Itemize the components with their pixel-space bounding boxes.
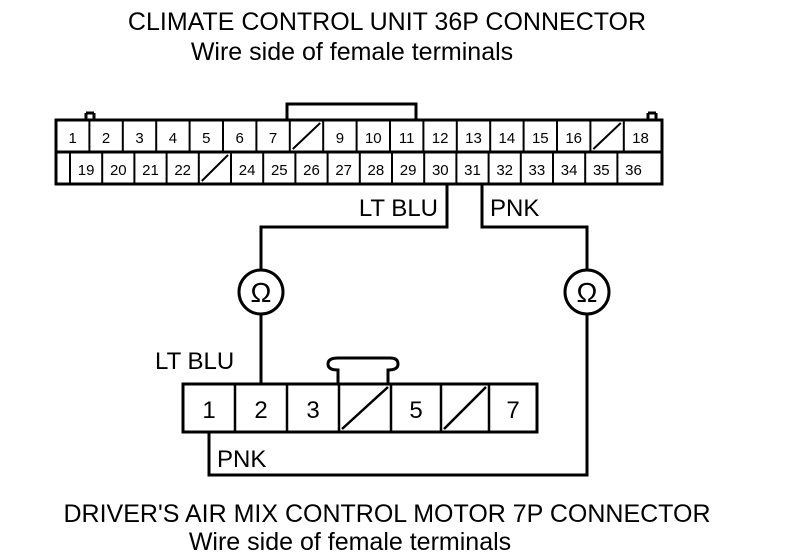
bottom-connector-title: DRIVER'S AIR MIX CONTROL MOTOR 7P CONNEC… [64, 500, 711, 528]
terminal-number: 1 [202, 397, 215, 424]
terminal-number: 30 [432, 162, 449, 179]
ohm-icon: Ω [251, 277, 272, 308]
bottom-connector-subtitle: Wire side of female terminals [189, 528, 511, 556]
wire-pnk-upper [480, 184, 589, 270]
ohmmeter-right: Ω [563, 268, 611, 316]
empty-terminal-slash [443, 386, 487, 430]
terminal-number: 2 [102, 130, 110, 147]
terminal-number: 19 [78, 162, 95, 179]
terminal-number: 12 [432, 130, 449, 147]
terminal-number: 29 [400, 162, 417, 179]
terminal-number: 3 [306, 397, 319, 424]
terminal-number: 5 [409, 397, 422, 424]
terminal-number: 15 [532, 130, 549, 147]
terminal-number: 31 [464, 162, 481, 179]
terminal-number: 25 [271, 162, 288, 179]
ohmmeter-circle [237, 268, 285, 316]
top-connector-subtitle: Wire side of female terminals [191, 38, 513, 66]
terminal-number: 13 [465, 130, 482, 147]
terminal-number: 7 [269, 130, 277, 147]
terminal-number: 27 [335, 162, 352, 179]
terminal-number: 20 [110, 162, 127, 179]
terminal-number: 28 [368, 162, 385, 179]
terminal-number: 3 [135, 130, 143, 147]
wire-label-lt-blu-bottom: LT BLU [155, 348, 234, 375]
terminal-number: 33 [529, 162, 546, 179]
terminal-number: 32 [496, 162, 513, 179]
empty-terminal-slash [201, 154, 229, 182]
terminal-number: 1 [69, 130, 77, 147]
bottom-connector-lock-tab [326, 356, 400, 384]
terminal-number: 36 [625, 162, 642, 179]
terminal-number: 9 [336, 130, 344, 147]
top-connector-title: CLIMATE CONTROL UNIT 36P CONNECTOR [128, 8, 646, 36]
terminal-number: 4 [169, 130, 177, 147]
terminal-number: 26 [303, 162, 320, 179]
terminal-number: 10 [365, 130, 382, 147]
terminal-number: 6 [236, 130, 244, 147]
terminal-number: 34 [561, 162, 578, 179]
empty-terminal-slash [292, 122, 321, 150]
wire-label-pnk-top: PNK [490, 195, 539, 222]
wire-lt-blu-upper [259, 184, 449, 270]
terminal-number: 14 [499, 130, 516, 147]
bottom-connector-outline [181, 382, 539, 434]
ohmmeter-left: Ω [237, 268, 285, 316]
empty-terminal-slash [341, 386, 389, 430]
top-connector-lock-tab [285, 102, 418, 120]
top-connector-row-2: 19 20 21 22 24 25 26 27 28 29 30 31 32 33 34 35 36 [69, 152, 642, 184]
terminal-number: 24 [239, 162, 256, 179]
wires [207, 184, 589, 477]
ohm-icon: Ω [577, 277, 598, 308]
terminal-number: 2 [254, 397, 267, 424]
terminal-number: 21 [142, 162, 159, 179]
terminal-number: 11 [399, 130, 415, 147]
bottom-connector-terminals: 1 2 3 5 7 [202, 384, 520, 432]
bottom-connector [181, 356, 539, 434]
ohmmeter-circle [563, 268, 611, 316]
terminal-number: 16 [565, 130, 582, 147]
wire-label-pnk-bottom: PNK [217, 446, 266, 473]
terminal-number: 35 [593, 162, 610, 179]
terminal-number: 5 [202, 130, 210, 147]
terminal-number: 7 [506, 397, 519, 424]
terminal-number: 22 [174, 162, 191, 179]
wire-label-lt-blu-top: LT BLU [359, 195, 438, 222]
empty-terminal-slash [592, 122, 622, 150]
wire-pnk-lower [207, 314, 589, 477]
terminal-number: 18 [632, 130, 649, 147]
